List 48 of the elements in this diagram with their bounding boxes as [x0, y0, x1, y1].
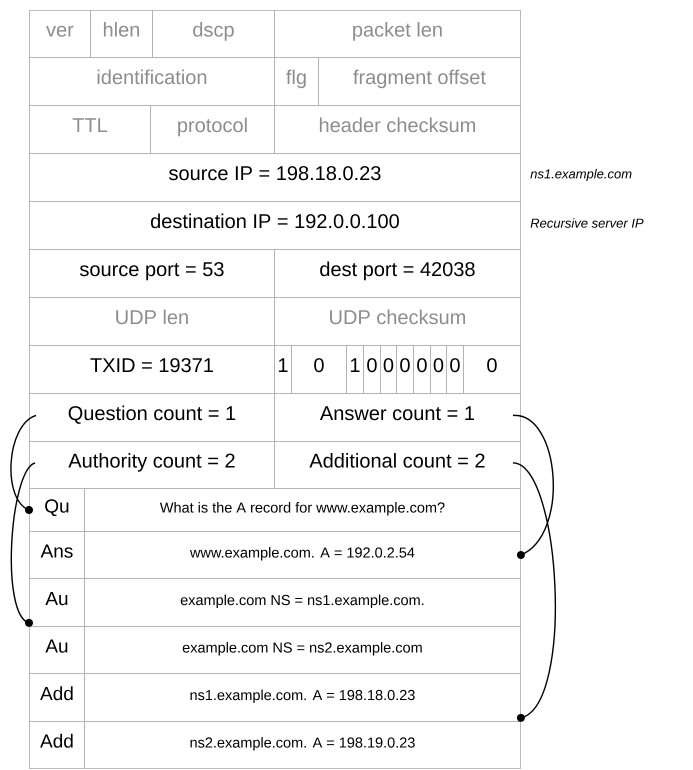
- record-cell: example.com NS = ns2.example.com: [84, 626, 521, 674]
- header-field-cell: 0: [291, 345, 347, 394]
- header-field-cell: Additional count = 2: [274, 441, 521, 489]
- side-note: Recursive server IP: [530, 218, 644, 228]
- header-field-cell: 0: [463, 345, 521, 394]
- header-field-cell: 0: [363, 345, 381, 394]
- header-field-cell: dscp: [152, 10, 275, 58]
- record-type-cell: Au: [29, 626, 85, 674]
- header-field-cell: 0: [413, 345, 431, 394]
- header-field-cell: UDP checksum: [274, 297, 521, 346]
- header-field-cell: header checksum: [274, 105, 521, 154]
- header-field-cell: 1: [346, 345, 364, 394]
- header-field-cell: identification: [29, 56, 275, 106]
- header-field-cell: dest port = 42038: [274, 249, 521, 298]
- header-field-cell: Question count = 1: [29, 393, 275, 442]
- record-type-cell: Au: [29, 578, 85, 627]
- record-type-cell: Qu: [29, 488, 85, 532]
- header-field-cell: fragment offset: [318, 56, 521, 106]
- header-field-cell: 0: [380, 345, 397, 394]
- record-cell: ns1.example.com. A = 198.18.0.23: [84, 673, 521, 722]
- header-field-cell: protocol: [150, 105, 275, 154]
- header-field-cell: TTL: [29, 105, 151, 154]
- header-field-cell: Authority count = 2: [29, 441, 275, 489]
- side-note: ns1.example.com: [530, 168, 632, 182]
- connector: [10, 414, 36, 514]
- header-field-cell: source port = 53: [29, 249, 275, 298]
- header-field-cell: destination IP = 192.0.0.100: [29, 201, 521, 250]
- header-field-cell: ver: [29, 10, 91, 58]
- header-field-cell: flg: [274, 56, 319, 106]
- header-field-cell: TXID = 19371: [29, 345, 275, 394]
- header-field-cell: Answer count = 1: [274, 393, 521, 442]
- header-field-cell: 0: [430, 345, 447, 394]
- record-cell: ns2.example.com. A = 198.19.0.23: [84, 721, 521, 769]
- record-cell: www.example.com. A = 192.0.2.54: [84, 531, 521, 579]
- connector: [512, 462, 556, 722]
- record-type-cell: Add: [29, 721, 85, 769]
- header-field-cell: 0: [446, 345, 464, 394]
- header-field-cell: 1: [274, 345, 292, 394]
- record-cell: example.com NS = ns1.example.com.: [84, 578, 521, 627]
- header-field-cell: UDP len: [29, 297, 275, 346]
- header-field-cell: source IP = 198.18.0.23: [29, 153, 521, 202]
- connector: [512, 414, 554, 559]
- header-field-cell: packet len: [274, 10, 521, 58]
- record-type-cell: Ans: [29, 531, 85, 579]
- record-cell: What is the A record for www.example.com?: [84, 488, 521, 532]
- header-field-cell: 0: [396, 345, 414, 394]
- record-type-cell: Add: [29, 673, 85, 722]
- header-field-cell: hlen: [90, 10, 153, 58]
